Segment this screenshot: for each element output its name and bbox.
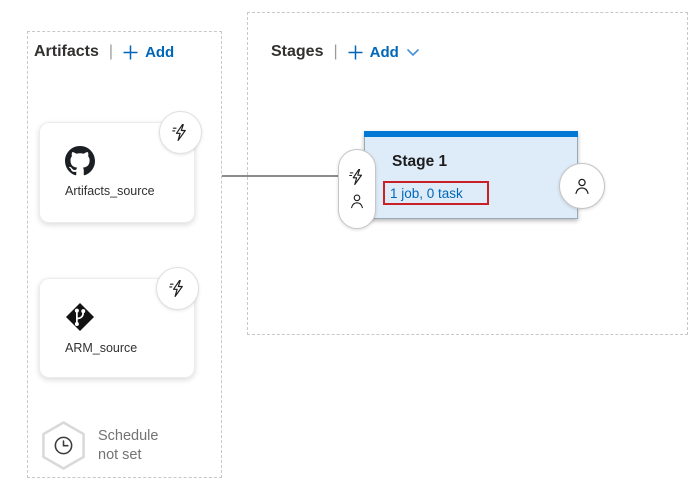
schedule-line2: not set [98,446,142,463]
stages-header: Stages | Add [271,41,420,63]
lightning-bolt-icon [349,168,363,186]
add-stage-button[interactable]: Add [347,44,420,61]
schedule-label: Schedule not set [98,427,158,465]
stages-title: Stages [271,43,324,60]
add-artifact-button[interactable]: Add [122,44,174,61]
artifact-trigger-badge[interactable] [156,267,199,310]
chevron-down-icon [406,48,419,56]
post-deployment-conditions-button[interactable] [559,163,605,209]
add-stage-label: Add [369,43,399,61]
artifact-name: ARM_source [65,341,138,355]
azure-repos-icon [66,303,94,331]
schedule-button[interactable]: Schedule not set [40,420,158,471]
stage-status-bar [364,131,578,137]
person-icon [575,178,589,194]
jobs-tasks-link[interactable]: 1 job, 0 task [390,185,463,201]
stage-card[interactable]: Stage 1 1 job, 0 task [364,131,578,219]
clock-icon [42,421,85,470]
lightning-bolt-icon [169,279,183,298]
artifact-trigger-badge[interactable] [159,111,202,154]
plus-icon [348,45,363,59]
header-separator: | [333,43,338,60]
person-icon [351,194,363,209]
connector-line [222,175,339,177]
github-icon [65,146,95,176]
pre-deployment-conditions-button[interactable] [338,149,376,229]
artifacts-title: Artifacts [34,43,99,60]
artifact-name: Artifacts_source [65,184,155,198]
header-separator: | [108,43,114,60]
add-artifact-label: Add [145,43,175,61]
schedule-line1: Schedule [98,427,159,444]
stages-panel: Stages | Add Stage 1 1 job, 0 task [247,12,688,335]
lightning-bolt-icon [172,123,186,142]
plus-icon [123,45,138,59]
artifacts-header: Artifacts | Add [34,41,174,63]
stage-title: Stage 1 [392,153,448,170]
artifacts-panel: Artifacts | Add Artifacts_source [27,31,222,478]
annotation-highlight: 1 job, 0 task [383,181,489,205]
